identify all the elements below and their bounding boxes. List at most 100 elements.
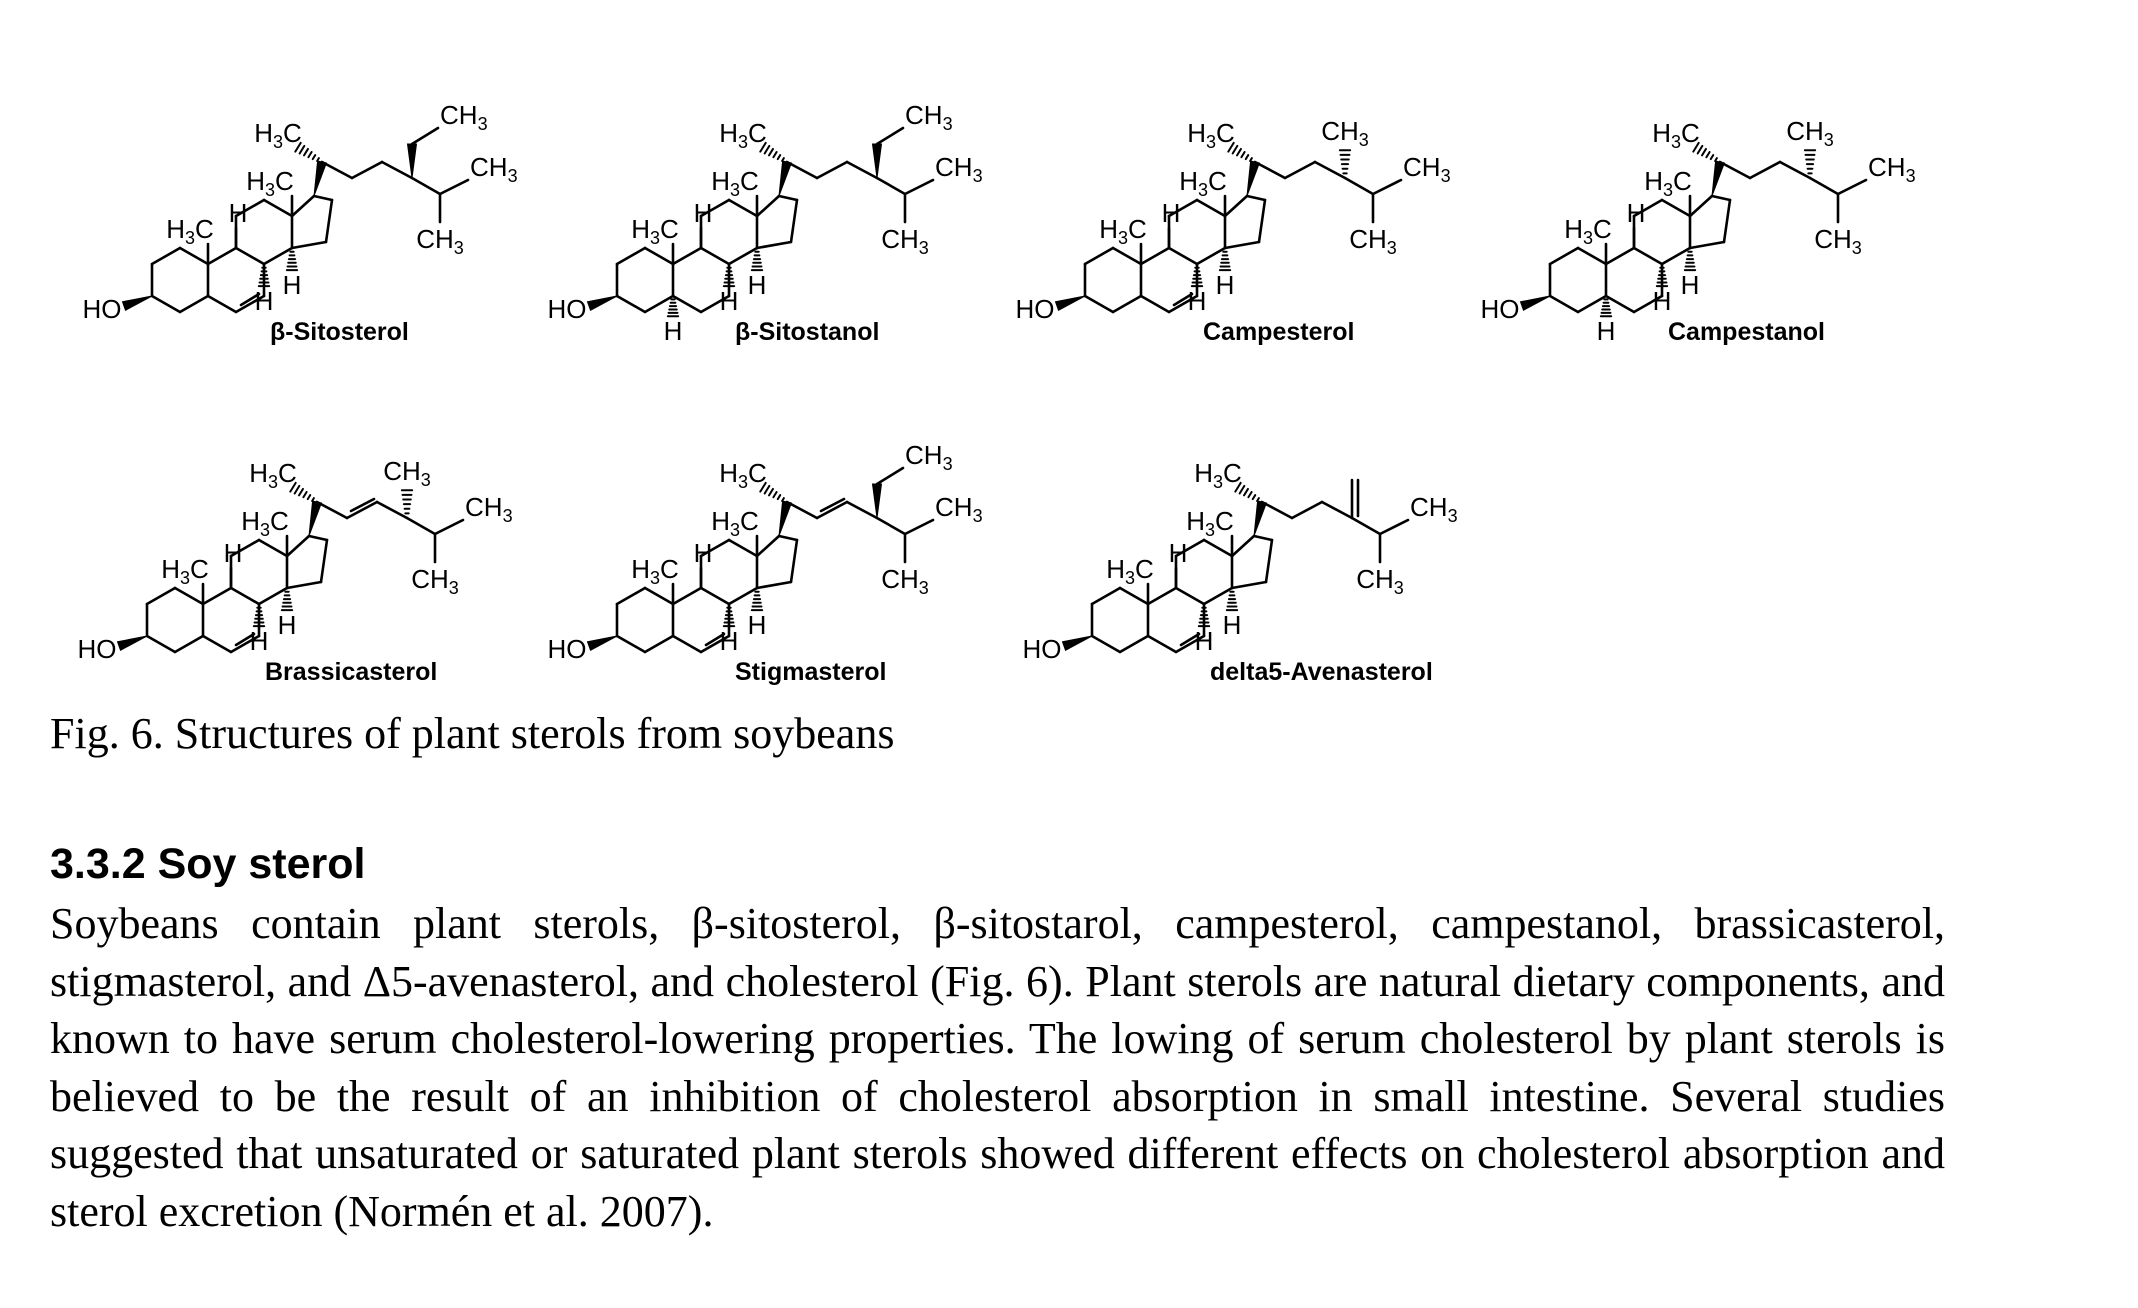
ring-c-bond <box>1195 246 1227 266</box>
ring-a-bond <box>1083 294 1115 314</box>
h9-hashed-bond <box>722 606 736 628</box>
h3c-label: H3C <box>711 166 759 200</box>
side-chain-bond <box>1283 160 1317 180</box>
ethyl-bond <box>875 126 905 146</box>
ho-wedge-bond <box>586 295 618 311</box>
ch3-label: CH3 <box>1403 152 1451 186</box>
ring-d-bond <box>312 194 334 202</box>
isopropyl-bond <box>433 518 465 536</box>
isopropyl-bond <box>1371 178 1403 196</box>
h3c-label: H3C <box>1644 166 1692 200</box>
ring-b-bond <box>699 586 731 606</box>
h3c-label: H3C <box>254 118 302 152</box>
ring-b-bond <box>1139 246 1171 266</box>
ring-d-bond <box>285 580 323 590</box>
structure-name: delta5-Avenasterol <box>1210 658 1433 686</box>
side-chain-bond <box>375 500 409 520</box>
c24-hashed-bond <box>1803 149 1817 175</box>
ring-d-bond <box>755 580 793 590</box>
ring-c-bond <box>257 538 289 558</box>
side-chain-bond <box>845 500 879 520</box>
h-label: H <box>1188 286 1207 316</box>
ho-label: HO <box>1016 294 1055 324</box>
h3c-label: H3C <box>1187 118 1235 152</box>
ho-wedge-bond <box>116 635 148 651</box>
h3c-label: H3C <box>719 118 767 152</box>
ch3-label: CH3 <box>1349 224 1397 258</box>
h14-hashed-bond <box>1225 590 1239 612</box>
h-label: H <box>283 270 302 300</box>
double-bond-delta5 <box>704 632 726 647</box>
ring-a-bond <box>1111 294 1143 314</box>
isopropyl-bond <box>903 178 935 196</box>
c21-hashed-bond <box>1227 141 1253 162</box>
ch3-label: CH3 <box>1321 116 1369 150</box>
ring-a-bond <box>1576 246 1608 266</box>
ring-c-bond <box>229 538 261 558</box>
h3c-label: H3C <box>1179 166 1227 200</box>
ethyl-bond <box>875 466 905 486</box>
double-bond-delta5 <box>239 292 261 307</box>
ring-a-bond <box>1118 586 1150 606</box>
c21-hashed-bond <box>289 481 315 502</box>
ch3-label: CH3 <box>411 564 459 598</box>
h-label: H <box>720 286 739 316</box>
h-label: H <box>1627 198 1646 228</box>
h3c-label: H3C <box>631 214 679 248</box>
side-chain-bond <box>405 516 437 536</box>
ring-a-bond <box>1090 586 1122 606</box>
side-chain-bond <box>875 516 907 536</box>
h5-hashed-bond <box>666 298 680 318</box>
c21-hashed-bond <box>759 481 785 502</box>
ring-a-bond <box>615 294 647 314</box>
ring-d-bond <box>1245 194 1267 202</box>
h3c-label: H3C <box>1194 458 1242 492</box>
c17-wedge-bond <box>1253 500 1268 537</box>
ring-a-bond <box>173 586 205 606</box>
h9-hashed-bond <box>722 266 736 288</box>
side-chain-bond <box>1253 160 1287 180</box>
ring-b-bond <box>229 634 261 654</box>
h9-hashed-bond <box>252 606 266 628</box>
ring-a-bond <box>1083 246 1115 266</box>
c22-double-bond <box>819 497 846 513</box>
h3c-label: H3C <box>1186 506 1234 540</box>
ch3-label: CH3 <box>935 492 983 526</box>
h-label: H <box>255 286 274 316</box>
h-label: H <box>748 270 767 300</box>
ring-b-bond <box>1174 634 1206 654</box>
ring-d-bond <box>777 194 799 202</box>
ring-d-bond <box>319 538 329 584</box>
isopropyl-bond <box>438 178 470 196</box>
h-label: H <box>748 610 767 640</box>
h-label: H <box>1162 198 1181 228</box>
section-heading: 3.3.2 Soy sterol <box>50 840 366 888</box>
ring-b-bond <box>1632 294 1664 314</box>
ho-label: HO <box>548 634 587 664</box>
side-chain-bond <box>875 176 907 196</box>
ring-c-bond <box>1660 246 1692 266</box>
c22-double-bond <box>349 497 376 513</box>
h9-hashed-bond <box>257 266 271 288</box>
ring-d-bond <box>1257 198 1267 244</box>
ch3-label: CH3 <box>905 440 953 474</box>
side-chain-bond <box>845 160 879 180</box>
side-chain-bond <box>1260 500 1294 520</box>
h9-hashed-bond <box>1655 266 1669 288</box>
ring-a-bond <box>150 294 182 314</box>
ethyl-bond <box>410 126 440 146</box>
ring-d-bond <box>755 194 781 218</box>
isopropyl-bond <box>903 518 935 536</box>
ring-d-bond <box>755 240 793 250</box>
ch3-label: CH3 <box>1786 116 1834 150</box>
isopropyl-bond <box>1836 178 1868 196</box>
ring-b-bond <box>671 586 703 606</box>
double-bond-delta5 <box>1172 292 1194 307</box>
ring-b-bond <box>1632 246 1664 266</box>
